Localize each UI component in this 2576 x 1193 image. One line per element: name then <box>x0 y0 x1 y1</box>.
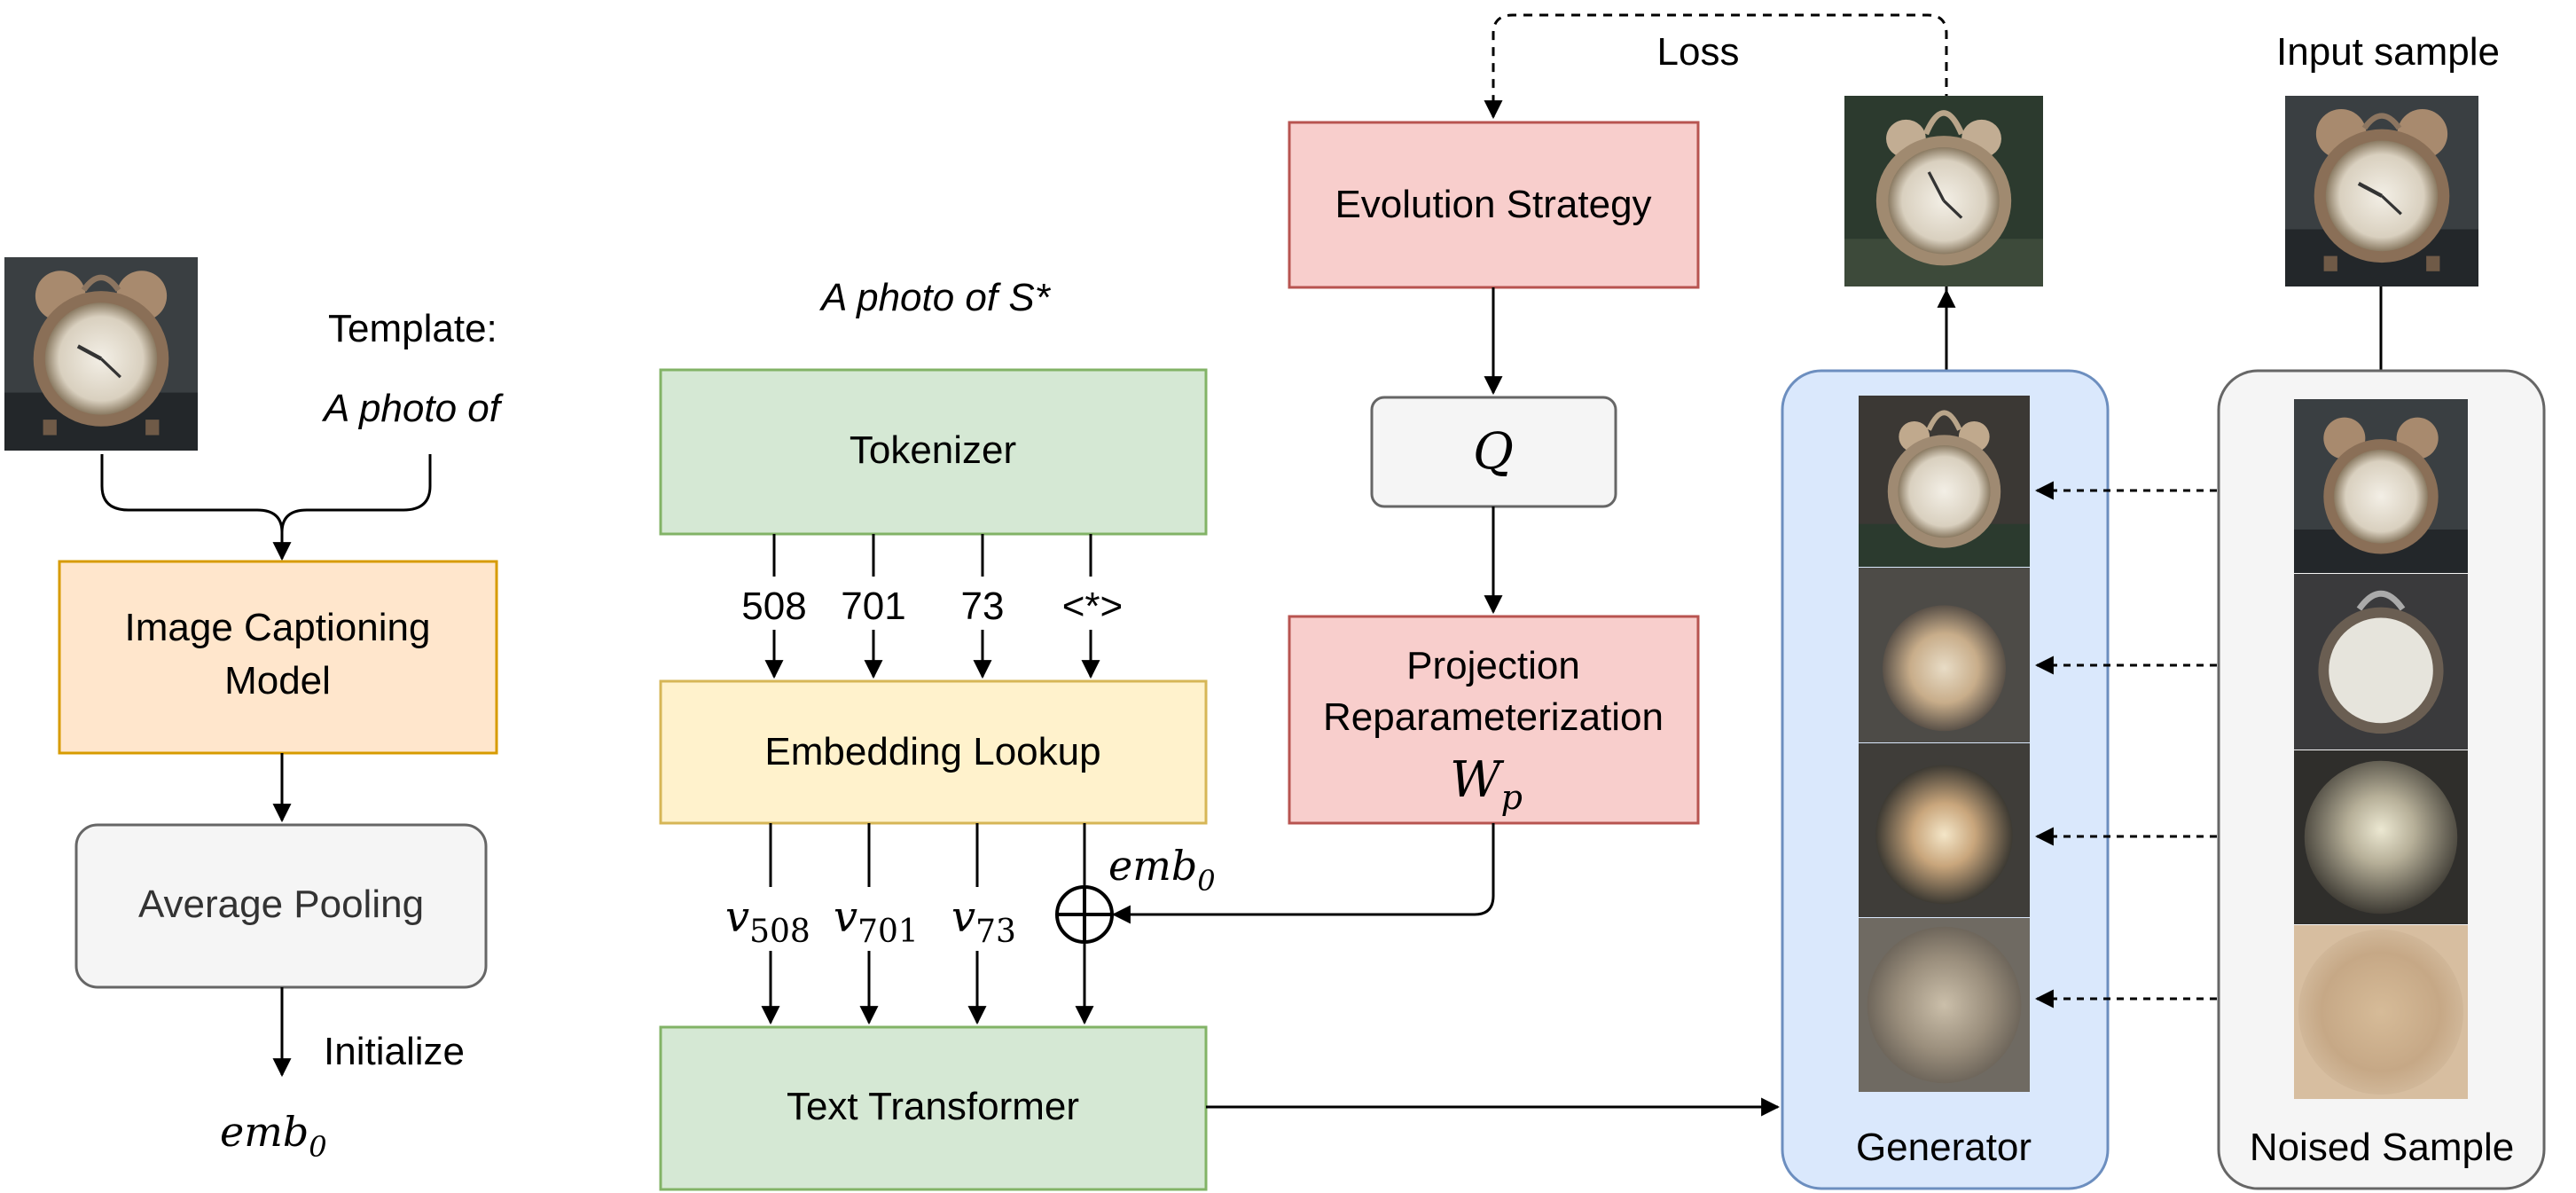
text-transformer-box <box>659 1025 1208 1191</box>
evolution-strategy-label: Evolution Strategy <box>1335 183 1651 226</box>
template-text: A photo of <box>321 387 505 430</box>
generator-step-3-image <box>1859 743 2030 917</box>
image-captioning-label-line1: Image Captioning <box>125 606 431 649</box>
matching-arrows <box>2034 481 2292 1009</box>
generated-output-image <box>1844 96 2043 286</box>
noised-sample-label: Noised Sample <box>2250 1126 2514 1169</box>
embedding-lookup-label: Embedding Lookup <box>764 730 1100 773</box>
token-placeholder: <*> <box>1062 585 1124 628</box>
initialize-label: Initialize <box>324 1030 465 1073</box>
input-panel: Input sample Noised Sample <box>2217 30 2546 1190</box>
template-label: Template: <box>328 307 497 350</box>
tokenizer-label: Tokenizer <box>850 428 1016 472</box>
noised-step-4-image <box>2294 925 2468 1099</box>
image-captioning-label-line2: Model <box>224 659 331 702</box>
token-701: 701 <box>841 585 905 628</box>
token-73: 73 <box>961 585 1005 628</box>
input-sample-label: Input sample <box>2276 30 2500 74</box>
generator-step-4-image <box>1859 918 2030 1092</box>
token-508: 508 <box>741 585 806 628</box>
projection-to-add-arrow <box>1111 823 1495 924</box>
average-pooling-label: Average Pooling <box>138 883 424 926</box>
generator-panel: Generator <box>1781 96 2110 1190</box>
token-connectors <box>764 534 1100 679</box>
initial-emb0-label: emb0 <box>220 1108 327 1164</box>
evolution-strategy-box <box>1288 121 1700 289</box>
text-encoder-branch: A photo of S* Tokenizer 508 701 73 <*> E… <box>659 276 1781 1191</box>
noised-step-2-image <box>2294 574 2468 750</box>
wp-label: Wp <box>1450 751 1523 817</box>
loss-label: Loss <box>1657 30 1740 74</box>
embedding-lookup-box <box>659 679 1208 825</box>
vector-v73: v73 <box>951 892 1016 950</box>
input-clock-image <box>4 257 198 451</box>
merge-connector <box>100 454 432 533</box>
captioning-branch: Template: A photo of Image Captioning Mo… <box>4 257 505 1164</box>
image-captioning-model-box <box>58 560 498 755</box>
generator-step-1-image <box>1859 396 2030 567</box>
noised-step-1-image <box>2294 399 2468 573</box>
input-sample-image <box>2285 96 2478 286</box>
vector-v508: v508 <box>725 892 810 950</box>
tokenizer-box <box>659 368 1208 536</box>
vector-connectors <box>761 823 1094 1025</box>
projection-box <box>1288 615 1700 825</box>
vector-v701: v701 <box>834 892 919 950</box>
prompt-text: A photo of S* <box>818 276 1052 319</box>
projection-label-line1: Projection <box>1406 644 1580 687</box>
projection-label-line2: Reparameterization <box>1323 695 1664 739</box>
add-operator <box>1055 885 1114 944</box>
noised-step-3-image <box>2294 750 2468 924</box>
text-transformer-label: Text Transformer <box>787 1085 1079 1128</box>
generator-step-2-image <box>1859 568 2030 742</box>
q-label: Q <box>1473 423 1514 481</box>
loss-feedback-arrow <box>1484 13 1948 390</box>
generator-label: Generator <box>1856 1126 2032 1169</box>
emb0-offset-label: emb0 <box>1108 842 1216 898</box>
optimizer-branch: Loss Evolution Strategy Q Projection Rep… <box>1111 13 1948 924</box>
